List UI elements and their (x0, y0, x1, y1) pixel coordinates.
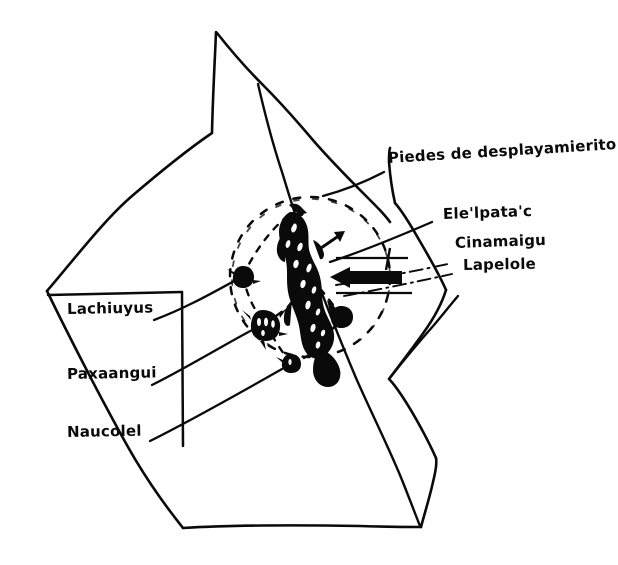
label-cinamaigu: Cinamaigu (454, 230, 547, 252)
blob-main-cluster (276, 203, 341, 387)
label-lapelole: Lapelole (462, 254, 537, 274)
arrow-left-thick (330, 247, 412, 295)
leader-lines-right (321, 170, 434, 264)
leader-dashdot-lines (335, 263, 453, 297)
label-elelpatac: Ele'lpata'c (442, 201, 533, 223)
leader-lines-left (148, 278, 284, 443)
arrow-up-right (319, 231, 345, 250)
blob-paxaangui (242, 308, 288, 350)
label-lachiuyus: Lachiuyus (66, 298, 154, 318)
label-naucolel: Naucolel (66, 421, 142, 441)
boundary-outline (45, 30, 448, 530)
arrow-up-left (287, 206, 307, 231)
blob-lachiuyus (227, 266, 261, 288)
blob-east (330, 306, 353, 328)
label-paxaangui: Paxaangui (66, 363, 157, 383)
blob-naucolel (276, 354, 301, 373)
internal-boundary-lines (256, 82, 460, 528)
